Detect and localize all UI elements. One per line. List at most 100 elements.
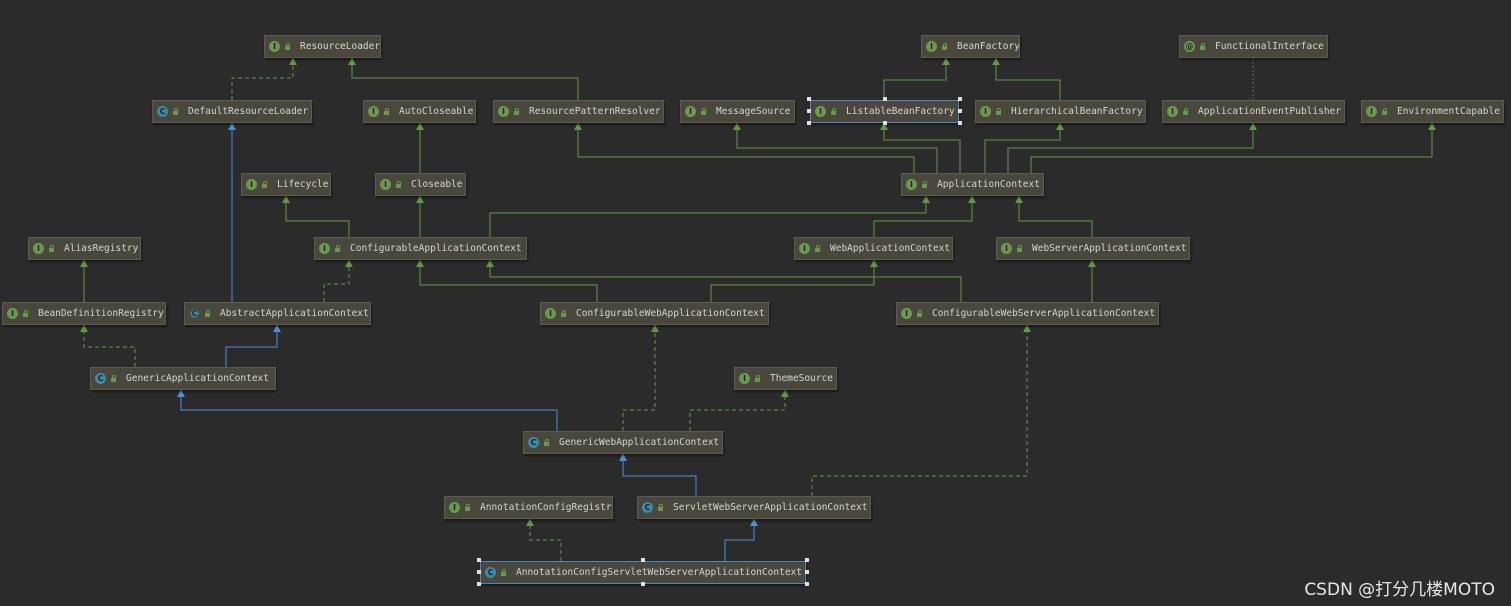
public-lock-icon: [560, 310, 567, 317]
public-lock-icon: [513, 108, 520, 115]
selection-handle[interactable]: [807, 97, 811, 101]
interface-icon: I: [1366, 106, 1377, 117]
interface-icon: I: [380, 179, 391, 190]
interface-icon: I: [498, 106, 509, 117]
edge-GenericWebApplicationContext-to-ConfigurableWebApplicationContext: [622, 324, 659, 431]
public-lock-icon: [995, 108, 1002, 115]
selection-handle[interactable]: [958, 97, 962, 101]
interface-icon: I: [901, 308, 912, 319]
selection-handle[interactable]: [958, 109, 962, 113]
node-ServletWebServerApplicationContext[interactable]: C ServletWebServerApplicationContext: [637, 496, 871, 519]
public-lock-icon: [464, 504, 471, 511]
node-label: ApplicationContext: [937, 179, 1040, 190]
edge-ApplicationContext-to-ApplicationEventPublisher: [1007, 122, 1257, 173]
node-ConfigurableWebApplicationContext[interactable]: I ConfigurableWebApplicationContext: [540, 302, 769, 325]
selection-handle[interactable]: [807, 109, 811, 113]
node-label: GenericApplicationContext: [126, 373, 269, 384]
node-label: EnvironmentCapable: [1397, 106, 1500, 117]
node-label: ConfigurableWebServerApplicationContext: [932, 308, 1156, 319]
edge-ServletWebServerApplicationContext-to-ConfigurableWebServerApplicationContext: [811, 324, 1031, 496]
node-AnnotationConfigServletWebServerApplicationContext[interactable]: C AnnotationConfigServletWebServerApplica…: [480, 561, 806, 584]
public-lock-icon: [172, 108, 179, 115]
node-AnnotationConfigRegistry[interactable]: I AnnotationConfigRegistry: [444, 496, 613, 519]
node-label: AnnotationConfigRegistry: [480, 502, 612, 513]
selection-handle[interactable]: [958, 121, 962, 125]
interface-icon: I: [449, 502, 460, 513]
node-label: MessageSource: [716, 106, 791, 117]
class-icon: C: [485, 567, 496, 578]
public-lock-icon: [334, 245, 341, 252]
edge-ConfigurableApplicationContext-to-ApplicationContext: [489, 195, 930, 237]
node-label: BeanDefinitionRegistry: [38, 308, 164, 319]
interface-icon: I: [906, 179, 917, 190]
edge-ConfigurableWebApplicationContext-to-WebApplicationContext: [710, 259, 878, 302]
selection-handle[interactable]: [807, 121, 811, 125]
node-ApplicationContext[interactable]: I ApplicationContext: [901, 173, 1044, 196]
node-label: ConfigurableApplicationContext: [350, 243, 522, 254]
edge-ConfigurableWebServerApplicationContext-to-ConfigurableApplicationContext: [486, 259, 962, 302]
selection-handle[interactable]: [882, 121, 887, 125]
public-lock-icon: [941, 43, 948, 50]
node-label: ThemeSource: [770, 373, 833, 384]
public-lock-icon: [500, 569, 507, 576]
edge-ApplicationContext-to-EnvironmentCapable: [1030, 122, 1436, 173]
selection-handle[interactable]: [805, 570, 809, 574]
selection-handle[interactable]: [477, 582, 481, 586]
interface-icon: I: [545, 308, 556, 319]
node-label: ServletWebServerApplicationContext: [673, 502, 868, 513]
node-label: ConfigurableWebApplicationContext: [576, 308, 765, 319]
public-lock-icon: [1182, 108, 1189, 115]
node-ConfigurableWebServerApplicationContext[interactable]: I ConfigurableWebServerApplicationContext: [896, 302, 1159, 325]
selection-handle[interactable]: [477, 570, 481, 574]
edge-ApplicationContext-to-ResourcePatternResolver: [574, 122, 915, 173]
node-label: Closeable: [411, 179, 463, 190]
node-label: HierarchicalBeanFactory: [1011, 106, 1143, 117]
edge-ConfigurableWebApplicationContext-to-ConfigurableApplicationContext: [416, 259, 598, 302]
public-lock-icon: [830, 108, 837, 115]
edge-GenericApplicationContext-to-AbstractApplicationContext: [225, 324, 281, 367]
node-label: AnnotationConfigServletWebServerApplicat…: [516, 567, 802, 578]
node-Closeable[interactable]: I Closeable: [375, 173, 466, 196]
node-EnvironmentCapable[interactable]: I EnvironmentCapable: [1361, 100, 1504, 123]
edge-DefaultResourceLoader-to-ResourceLoader: [231, 57, 297, 100]
edge-WebServerApplicationContext-to-ApplicationContext: [1015, 195, 1093, 237]
public-lock-icon: [543, 439, 550, 446]
node-label: AbstractApplicationContext: [220, 308, 369, 319]
edge-ServletWebServerApplicationContext-to-GenericWebApplicationContext: [619, 453, 697, 496]
node-label: AutoCloseable: [399, 106, 474, 117]
selection-handle[interactable]: [805, 558, 809, 562]
edge-AnnotationConfigServletWebServerApplicationContext-to-AnnotationConfigRegistry: [526, 518, 562, 561]
class-icon: C: [157, 106, 168, 117]
selection-handle[interactable]: [477, 558, 481, 562]
node-FunctionalInterface[interactable]: @FunctionalInterface: [1179, 35, 1328, 58]
class-icon: C: [642, 502, 653, 513]
annotation-icon: @: [1184, 41, 1195, 52]
selection-handle[interactable]: [805, 582, 809, 586]
public-lock-icon: [1199, 43, 1206, 50]
selection-handle[interactable]: [641, 582, 645, 586]
selection-handle[interactable]: [882, 97, 887, 101]
public-lock-icon: [383, 108, 390, 115]
selection-handle[interactable]: [641, 558, 645, 562]
edge-WebApplicationContext-to-ApplicationContext: [873, 195, 976, 237]
